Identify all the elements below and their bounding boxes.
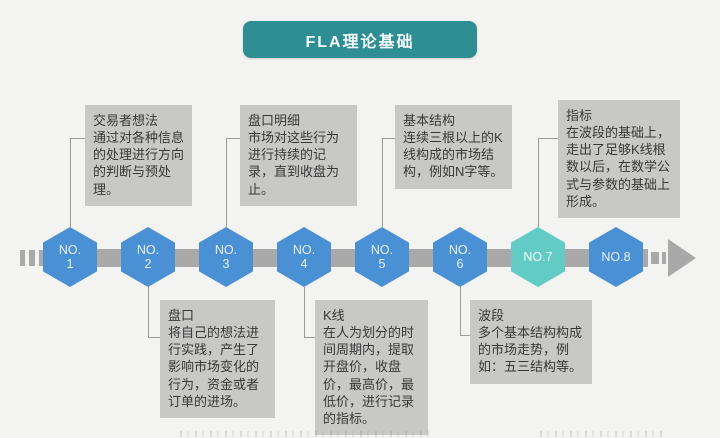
- timeline-node-3: NO. 3: [199, 227, 253, 287]
- timeline-node-5: NO. 5: [355, 227, 409, 287]
- connector-node2: [148, 287, 149, 337]
- node-number: 2: [144, 257, 152, 271]
- note-k-line: K线 在人为划分的时间周期内，提取开盘价，收盘价，最高价，最低价，进行记录的指标…: [315, 300, 428, 436]
- timeline-node-6: NO. 6: [433, 227, 487, 287]
- connector-node3: [226, 138, 227, 227]
- note-basic-structure: 基本结构 连续三根以上的K线构成的市场结构，例如N字等。: [395, 105, 512, 189]
- node-number: 3: [222, 257, 230, 271]
- diagram-title: FLA理论基础: [243, 21, 477, 58]
- timeline-arrow-icon: [668, 239, 696, 277]
- node-label: NO.: [370, 242, 394, 257]
- connector-node3: [226, 138, 240, 139]
- connector-node4: [304, 337, 315, 338]
- connector-node2: [148, 337, 160, 338]
- timeline-node-4: NO. 4: [277, 227, 331, 287]
- note-desc: 市场对这些行为进行持续的记录，直到收盘为止。: [248, 130, 340, 197]
- cutoff-text-fragment: [540, 431, 665, 437]
- connector-node1: [70, 138, 85, 139]
- note-indicator: 指标 在波段的基础上，走出了足够K线根数以后，在数学公式与参数的基础上形成。: [558, 100, 680, 218]
- timeline-end-dash: [662, 252, 666, 264]
- timeline-end-dash: [651, 252, 659, 264]
- timeline-node-7: NO.7: [511, 227, 565, 287]
- node-label: NO.: [214, 242, 238, 257]
- connector-node6: [460, 335, 470, 336]
- node-label: NO.8: [601, 249, 631, 264]
- note-trader-idea: 交易者想法 通过对各种信息的处理进行方向的判断与预处理。: [85, 105, 192, 206]
- node-label: NO.: [292, 242, 316, 257]
- connector-node1: [70, 138, 71, 227]
- note-term: 指标: [566, 108, 593, 123]
- connector-node6: [460, 287, 461, 335]
- diagram-title-label: FLA理论基础: [305, 33, 415, 51]
- timeline-node-2: NO. 2: [121, 227, 175, 287]
- note-term: 盘口明细: [248, 113, 301, 128]
- connector-node7: [538, 138, 558, 139]
- timeline-node-1: NO. 1: [43, 227, 97, 287]
- node-number: 1: [66, 257, 74, 271]
- note-desc: 在波段的基础上，走出了足够K线根数以后，在数学公式与参数的基础上形成。: [566, 125, 671, 209]
- note-order-flow: 盘口 将自己的想法进行实践，产生了影响市场变化的行为，资金或者订单的进场。: [160, 300, 275, 418]
- note-term: 交易者想法: [93, 113, 159, 128]
- note-desc: 将自己的想法进行实践，产生了影响市场变化的行为，资金或者订单的进场。: [168, 325, 260, 409]
- note-desc: 通过对各种信息的处理进行方向的判断与预处理。: [93, 130, 185, 197]
- note-wave-band: 波段 多个基本结构构成的市场走势，例如：五三结构等。: [470, 300, 592, 384]
- node-label: NO.: [58, 242, 82, 257]
- node-label: NO.: [136, 242, 160, 257]
- timeline-node-8: NO.8: [589, 227, 643, 287]
- node-number: 5: [378, 257, 386, 271]
- connector-node7: [538, 138, 539, 227]
- timeline-start-dash: [29, 250, 35, 266]
- connector-node5: [382, 138, 383, 227]
- node-label: NO.7: [523, 249, 553, 264]
- timeline-start-dash: [20, 250, 25, 266]
- note-term: 基本结构: [403, 113, 456, 128]
- node-number: 4: [300, 257, 308, 271]
- note-term: K线: [323, 308, 345, 323]
- note-desc: 多个基本结构构成的市场走势，例如：五三结构等。: [478, 325, 583, 375]
- node-number: 6: [456, 257, 464, 271]
- note-desc: 在人为划分的时间周期内，提取开盘价，收盘价，最高价，最低价，进行记录的指标。: [323, 325, 415, 426]
- connector-node4: [304, 287, 305, 337]
- connector-node5: [382, 138, 395, 139]
- note-order-detail: 盘口明细 市场对这些行为进行持续的记录，直到收盘为止。: [240, 105, 357, 206]
- note-desc: 连续三根以上的K线构成的市场结构，例如N字等。: [403, 130, 504, 180]
- note-term: 波段: [478, 308, 505, 323]
- note-term: 盘口: [168, 308, 195, 323]
- cutoff-text-fragment: [180, 431, 435, 437]
- node-label: NO.: [448, 242, 472, 257]
